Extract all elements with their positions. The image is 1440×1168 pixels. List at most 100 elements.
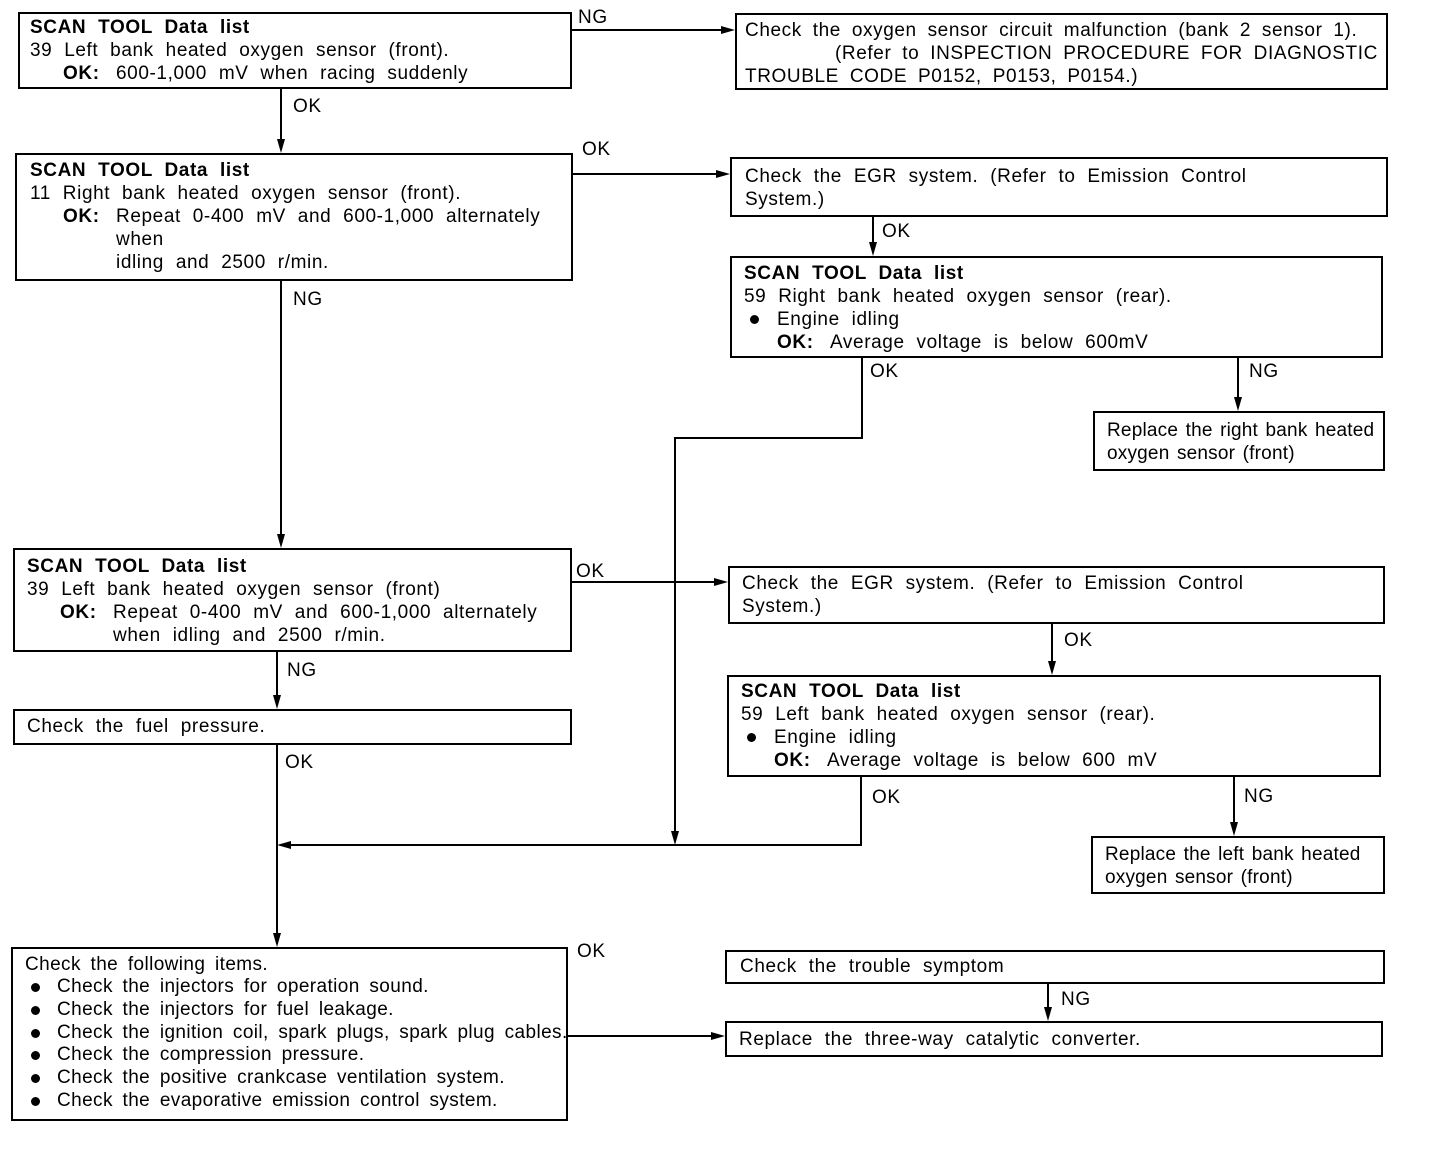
check-item: Check the ignition coil, spark plugs, sp… [25,1021,568,1045]
replace-catalytic-converter-box: Replace the three-way catalytic converte… [725,1021,1383,1057]
ok-label: OK: [63,205,100,227]
arrowhead-c-to-d [716,170,730,178]
scan-tool-box-right-rear: SCAN TOOL Data list 59 Right bank heated… [730,256,1383,358]
edge-label-m-to-n: NG [1061,988,1091,1010]
scan-tool-box-left-front-racing: SCAN TOOL Data list 39 Left bank heated … [18,12,572,89]
check-item-text: Check the ignition coil, spark plugs, sp… [57,1021,568,1043]
sensor-item: 39 Left bank heated oxygen sensor (front… [30,39,450,61]
condition-row: Engine idling [744,308,1381,331]
arrowhead-h-to-i [1048,661,1056,675]
bullet-icon [750,314,759,324]
box-text-line: System.) [745,188,825,210]
ok-label: OK: [777,331,814,353]
box-title: SCAN TOOL Data list [30,159,250,181]
check-item-text: Check the positive crankcase ventilation… [57,1067,505,1089]
ok-criteria-row: OK: Repeat 0-400 mV and 600-1,000 alterna… [27,601,570,624]
ok-criteria: Average voltage is below 600 mV [827,749,1158,771]
bullet-icon [31,1074,40,1084]
sensor-item: 59 Left bank heated oxygen sensor (rear)… [741,703,1156,725]
connector-e-to-merge [674,358,863,831]
box-text-line: Check the trouble symptom [740,955,1005,977]
arrowhead-d-to-e [869,242,877,256]
ok-criteria: Repeat 0-400 mV and 600-1,000 alternatel… [116,205,541,227]
edge-label-h-to-i: OK [1064,629,1093,651]
sensor-item: 39 Left bank heated oxygen sensor (front… [27,578,441,600]
replace-right-sensor-box: Replace the right bank heated oxygen sen… [1093,411,1385,471]
ok-criteria-row: OK: Average voltage is below 600 mV [741,749,1379,772]
arrowhead-g-to-h [714,578,728,586]
box-text-line: (Refer to INSPECTION PROCEDURE FOR DIAGN… [835,42,1378,64]
box-text-line: TROUBLE CODE P0152, P0153, P0154.) [745,65,1139,87]
box-title: SCAN TOOL Data list [741,680,961,702]
arrowhead-a-to-c [277,139,285,153]
edge-label-a-to-b: NG [578,6,608,28]
check-egr-box-right: Check the EGR system. (Refer to Emission… [730,157,1388,217]
check-oxygen-circuit-box: Check the oxygen sensor circuit malfunct… [735,13,1388,90]
arrowhead-e-to-f [1234,397,1242,411]
edge-label-g-to-k: NG [287,659,317,681]
edge-label-i-to-j: NG [1244,785,1274,807]
ok-label: OK: [63,62,100,84]
connector-i-to-merge [291,777,862,846]
edge-label-c-to-d: OK [582,138,611,160]
edge-label-g-to-h: OK [576,560,605,582]
box-text-line: Check the EGR system. (Refer to Emission… [745,165,1247,187]
box-heading: Check the following items. [25,953,269,975]
check-item: Check the evaporative emission control s… [25,1090,566,1113]
check-item-text: Check the injectors for fuel leakage. [57,998,394,1020]
condition-text: Engine idling [774,726,897,748]
check-item-text: Check the injectors for operation sound. [57,976,429,998]
check-trouble-symptom-box: Check the trouble symptom [725,950,1385,984]
condition-row: Engine idling [741,726,1379,749]
condition-text: Engine idling [777,308,900,330]
check-item: Check the injectors for fuel leakage. [25,999,566,1022]
ok-criteria: 600-1,000 mV when racing suddenly [116,62,469,84]
box-text-line: Replace the left bank heated [1105,843,1361,865]
edge-label-l-to-n: OK [577,940,606,962]
scan-tool-box-right-front: SCAN TOOL Data list 11 Right bank heated… [15,153,573,281]
box-title: SCAN TOOL Data list [27,555,247,577]
arrowhead-g-to-k [273,695,281,709]
ok-criteria: Repeat 0-400 mV and 600-1,000 alternatel… [113,601,538,623]
ok-criteria-row: OK: 600-1,000 mV when racing suddenly [30,62,570,85]
arrowhead-a-to-b [721,26,735,34]
bullet-icon [747,732,756,742]
arrowhead-e-to-merge [671,831,679,845]
ok-label: OK: [60,601,97,623]
check-item: Check the injectors for operation sound. [25,976,566,999]
box-text-line: Replace the right bank heated [1107,419,1375,441]
ok-criteria-continued: when [116,228,164,250]
sensor-item: 59 Right bank heated oxygen sensor (rear… [744,285,1172,307]
edge-label-a-to-c: OK [293,95,322,117]
box-title: SCAN TOOL Data list [744,262,964,284]
edge-label-e-to-merge: OK [870,360,899,382]
check-egr-box-left: Check the EGR system. (Refer to Emission… [728,566,1385,624]
check-item-text: Check the compression pressure. [57,1044,365,1066]
edge-label-k-to-l: OK [285,751,314,773]
sensor-item: 11 Right bank heated oxygen sensor (fron… [30,182,462,204]
bullet-icon [31,983,40,993]
replace-left-sensor-box: Replace the left bank heated oxygen sens… [1091,836,1385,894]
box-text-line: Check the fuel pressure. [27,715,266,737]
box-text-line: Check the oxygen sensor circuit malfunct… [745,19,1358,41]
arrowhead-c-to-g [277,534,285,548]
ok-label: OK: [774,749,811,771]
check-item-text: Check the evaporative emission control s… [57,1089,498,1111]
bullet-icon [31,1028,40,1038]
bullet-icon [31,1051,40,1061]
arrowhead-k-to-l [273,933,281,947]
bullet-icon [31,1005,40,1015]
ok-criteria: Average voltage is below 600mV [830,331,1149,353]
box-text-line: Check the EGR system. (Refer to Emission… [742,572,1244,594]
box-title: SCAN TOOL Data list [30,16,250,38]
edge-label-c-to-g: NG [293,288,323,310]
bullet-icon [31,1096,40,1106]
edge-label-e-to-f: NG [1249,360,1279,382]
arrowhead-l-to-n [711,1032,725,1040]
check-fuel-pressure-box: Check the fuel pressure. [13,709,572,745]
check-item: Check the compression pressure. [25,1044,566,1067]
box-text-line: oxygen sensor (front) [1105,866,1293,888]
ok-criteria-continued: idling and 2500 r/min. [116,251,329,273]
